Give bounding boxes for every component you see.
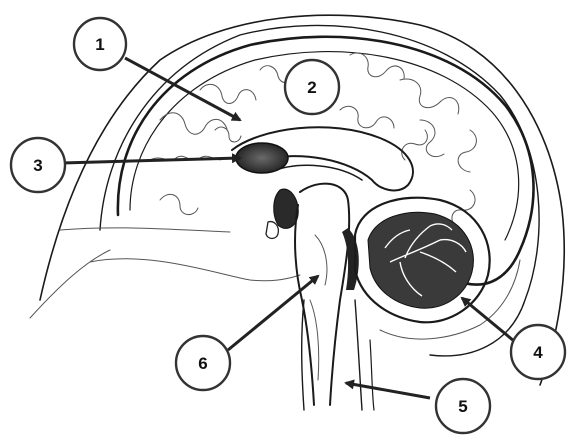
hypothalamus [274,189,299,228]
brainstem-front [295,205,314,405]
arrow-5 [346,383,430,398]
arrow-4 [462,298,514,341]
spinal-cord-left [302,300,304,410]
label-2-text: 2 [307,78,316,97]
spinal-cord-right [355,300,362,410]
thalamus-region [236,143,288,173]
label-2[interactable]: 2 [285,60,339,114]
label-5[interactable]: 5 [436,379,490,433]
pituitary [266,222,278,239]
brainstem [300,184,349,405]
cerebellum-folia [368,212,473,308]
label-3-text: 3 [33,156,42,175]
label-1-text: 1 [95,35,104,54]
label-3[interactable]: 3 [11,138,65,192]
face-profile [30,228,230,318]
palate-line [90,259,300,281]
spinal-canal-right [370,340,374,410]
label-6[interactable]: 6 [176,336,230,390]
label-4-text: 4 [533,343,543,362]
label-1[interactable]: 1 [74,18,126,70]
label-4[interactable]: 4 [511,325,565,379]
fornix [270,165,362,180]
fourth-ventricle [342,228,359,290]
pons-shading [310,235,327,380]
label-5-text: 5 [458,397,467,416]
label-6-text: 6 [198,354,207,373]
